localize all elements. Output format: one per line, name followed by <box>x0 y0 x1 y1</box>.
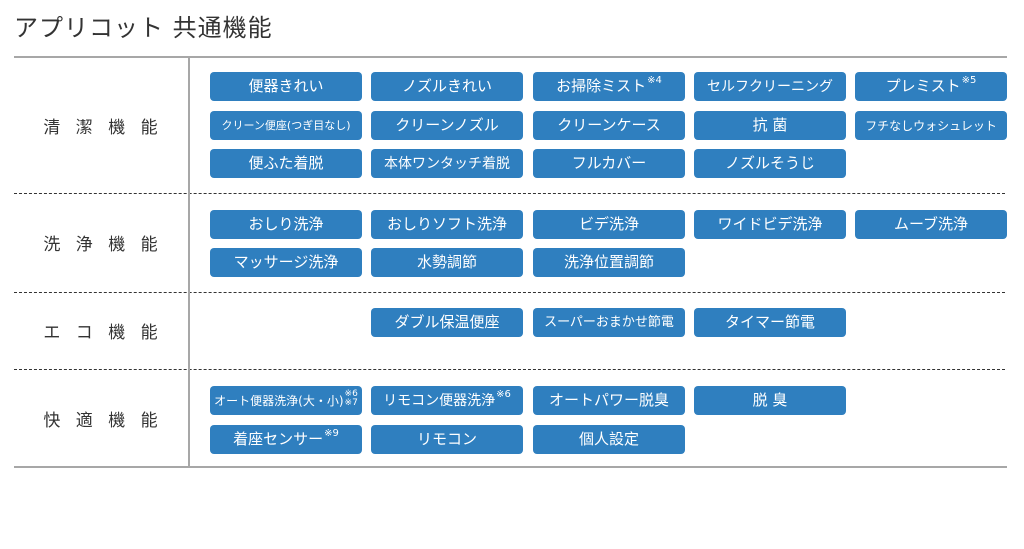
row-label-eco: エ コ 機 能 <box>43 323 163 343</box>
row-label-washing: 洗 浄 機 能 <box>43 235 163 255</box>
feature-seat-sensor-button[interactable]: 着座センサー※9 <box>210 425 362 454</box>
feature-remote-control-button[interactable]: リモコン <box>371 425 523 454</box>
feature-rimless-washlet-button[interactable]: フチなしウォシュレット <box>855 111 1007 140</box>
row-comfort: 快 適 機 能 オート便器洗浄(大・小)※6※7 リモコン便器洗浄※6 オートパ… <box>14 369 1005 468</box>
row-cleaning: 清 潔 機 能 便器きれい ノズルきれい お掃除ミスト※4 セルフクリーニング … <box>14 58 1007 194</box>
feature-premist-button[interactable]: プレミスト※5 <box>855 72 1007 101</box>
feature-nozzle-cleaning-button[interactable]: ノズルそうじ <box>694 149 846 178</box>
feature-timer-power-save-button[interactable]: タイマー節電 <box>694 308 846 337</box>
feature-clean-seat-button[interactable]: クリーン便座(つぎ目なし) <box>210 111 362 140</box>
feature-nozzle-clean-button[interactable]: ノズルきれい <box>371 72 523 101</box>
feature-lid-removable-button[interactable]: 便ふた着脱 <box>210 149 362 178</box>
feature-full-cover-button[interactable]: フルカバー <box>533 149 685 178</box>
feature-bidet-wash-button[interactable]: ビデ洗浄 <box>533 210 685 239</box>
feature-personal-settings-button[interactable]: 個人設定 <box>533 425 685 454</box>
feature-remote-flush-button[interactable]: リモコン便器洗浄※6 <box>371 386 523 415</box>
feature-double-heated-seat-button[interactable]: ダブル保温便座 <box>371 308 523 337</box>
feature-rear-wash-button[interactable]: おしり洗浄 <box>210 210 362 239</box>
row-label-cleaning: 清 潔 機 能 <box>43 118 163 138</box>
feature-massage-wash-button[interactable]: マッサージ洗浄 <box>210 248 362 277</box>
feature-clean-case-button[interactable]: クリーンケース <box>533 111 685 140</box>
feature-super-auto-power-save-button[interactable]: スーパーおまかせ節電 <box>533 308 685 337</box>
feature-water-pressure-button[interactable]: 水勢調節 <box>371 248 523 277</box>
column-divider <box>188 58 190 466</box>
feature-wide-bidet-wash-button[interactable]: ワイドビデ洗浄 <box>694 210 846 239</box>
feature-cleaning-mist-button[interactable]: お掃除ミスト※4 <box>533 72 685 101</box>
feature-auto-power-deodorize-button[interactable]: オートパワー脱臭 <box>533 386 685 415</box>
feature-toilet-clean-button[interactable]: 便器きれい <box>210 72 362 101</box>
feature-rear-soft-wash-button[interactable]: おしりソフト洗浄 <box>371 210 523 239</box>
feature-self-cleaning-button[interactable]: セルフクリーニング <box>694 72 846 101</box>
feature-one-touch-detach-button[interactable]: 本体ワンタッチ着脱 <box>371 149 523 178</box>
feature-move-wash-button[interactable]: ムーブ洗浄 <box>855 210 1007 239</box>
feature-deodorize-button[interactable]: 脱 臭 <box>694 386 846 415</box>
page-title: アプリコット 共通機能 <box>14 14 273 42</box>
feature-wash-position-button[interactable]: 洗浄位置調節 <box>533 248 685 277</box>
feature-table: 清 潔 機 能 便器きれい ノズルきれい お掃除ミスト※4 セルフクリーニング … <box>14 56 1007 468</box>
row-washing: 洗 浄 機 能 おしり洗浄 おしりソフト洗浄 ビデ洗浄 ワイドビデ洗浄 ムーブ洗… <box>14 193 1007 293</box>
feature-clean-nozzle-button[interactable]: クリーンノズル <box>371 111 523 140</box>
row-eco: エ コ 機 能 ダブル保温便座 スーパーおまかせ節電 タイマー節電 <box>14 292 1005 370</box>
feature-antibacterial-button[interactable]: 抗 菌 <box>694 111 846 140</box>
feature-auto-flush-button[interactable]: オート便器洗浄(大・小)※6※7 <box>210 386 362 415</box>
row-label-comfort: 快 適 機 能 <box>43 411 163 431</box>
